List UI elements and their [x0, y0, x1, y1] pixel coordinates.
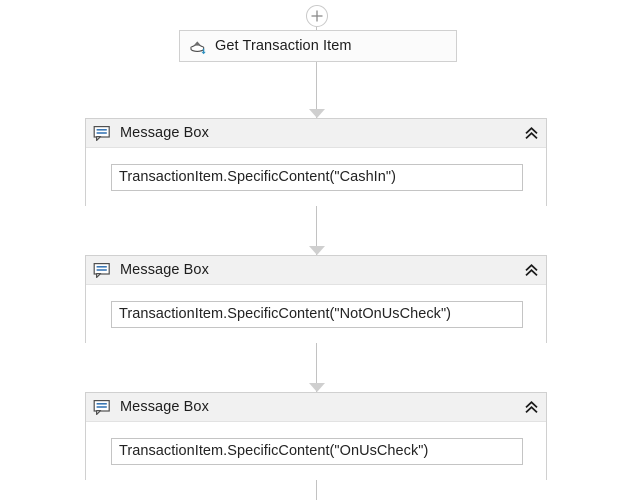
connector-activity-2-to-3 — [307, 343, 327, 392]
message-box-icon — [93, 125, 110, 141]
message-box-body: TransactionItem.SpecificContent("OnUsChe… — [86, 422, 546, 480]
message-box-body: TransactionItem.SpecificContent("CashIn"… — [86, 148, 546, 206]
chevron-double-up-icon[interactable] — [522, 124, 540, 142]
message-box-title: Message Box — [120, 125, 209, 141]
message-box-title: Message Box — [120, 399, 209, 415]
connector-activity-3-to-next — [307, 480, 327, 500]
message-box-icon — [93, 399, 110, 415]
message-box-header[interactable]: Message Box — [86, 256, 546, 285]
connector-activity-0-to-1 — [307, 62, 327, 118]
chevron-double-up-icon[interactable] — [522, 398, 540, 416]
activity-message-box-2[interactable]: Message Box TransactionItem.SpecificCont… — [85, 255, 547, 343]
message-expression-input[interactable]: TransactionItem.SpecificContent("CashIn"… — [111, 163, 523, 191]
plus-circle-icon — [311, 10, 323, 22]
activity-message-box-3[interactable]: Message Box TransactionItem.SpecificCont… — [85, 392, 547, 480]
message-box-header[interactable]: Message Box — [86, 119, 546, 148]
activity-message-box-1[interactable]: Message Box TransactionItem.SpecificCont… — [85, 118, 547, 206]
get-transaction-item-icon — [190, 40, 206, 54]
message-box-icon — [93, 262, 110, 278]
activity-title: Get Transaction Item — [215, 38, 352, 54]
message-box-body: TransactionItem.SpecificContent("NotOnUs… — [86, 285, 546, 343]
message-expression-input[interactable]: TransactionItem.SpecificContent("OnUsChe… — [111, 437, 523, 465]
message-box-header[interactable]: Message Box — [86, 393, 546, 422]
message-box-title: Message Box — [120, 262, 209, 278]
activity-get-transaction-item[interactable]: Get Transaction Item — [179, 30, 457, 62]
add-activity-button[interactable] — [306, 5, 328, 27]
message-expression-input[interactable]: TransactionItem.SpecificContent("NotOnUs… — [111, 300, 523, 328]
chevron-double-up-icon[interactable] — [522, 261, 540, 279]
connector-activity-1-to-2 — [307, 206, 327, 255]
